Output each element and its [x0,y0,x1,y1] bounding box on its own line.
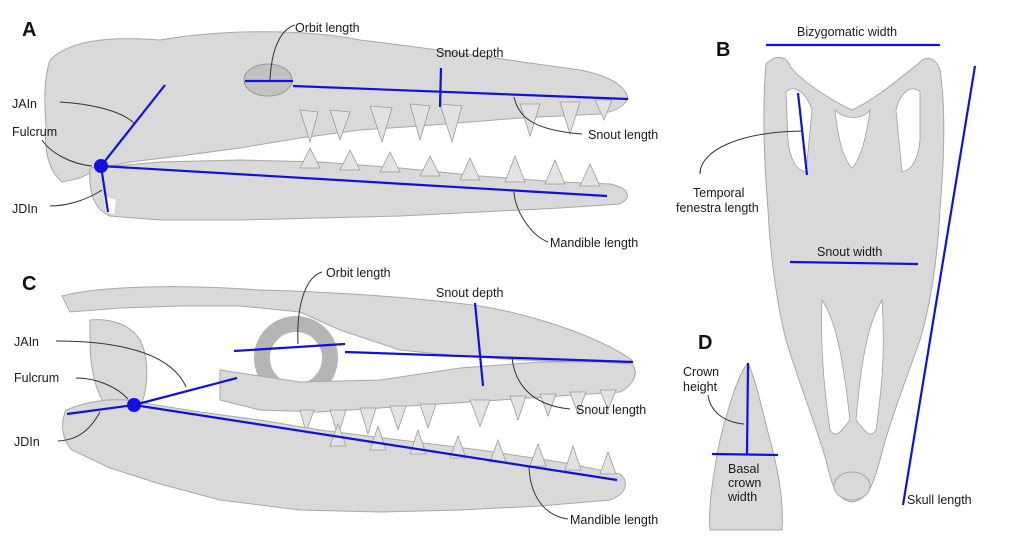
panel-c-mandible-length-label: Mandible length [570,513,658,527]
panel-a-skull [44,31,629,183]
panel-b-snout-width-label: Snout width [817,245,882,259]
panel-d-basal-label-line1: Basal [728,462,759,476]
panel-b-snout-width-line [789,260,919,266]
panel-d-crown-label-line1: Crown [683,365,719,379]
panel-b-right-fenestra [895,88,921,173]
panel-a-jdln-leader [49,189,103,207]
panel-a-jdln-label: JDIn [12,202,38,216]
panel-a-fulcrum-point [94,159,108,173]
panel-b-temporal-label-line1: Temporal [693,186,744,200]
panel-c-jaln-line [133,376,238,407]
panel-c-orbit-leader [297,271,323,345]
panel-c-orbit-length-label: Orbit length [326,266,391,280]
panel-c-snout-depth-line [473,302,485,387]
panel-a-snout-length-line [292,84,629,101]
panel-d-tooth [709,362,783,531]
panel-c-snout-depth-label: Snout depth [436,286,503,300]
panel-c: C [14,266,658,527]
panel-c-letter: C [22,273,36,295]
panel-c-jdln-line [66,403,135,416]
panel-c-mandible-length-line [133,403,618,482]
panel-a-fulcrum-leader [41,139,93,167]
panel-d-basal-label-line3: width [727,490,757,504]
panel-d: D Crown height Basal crown width [683,332,783,531]
panel-b-snout-tip [833,471,871,501]
panel-a-snout-length-label: Snout length [588,128,658,142]
panel-d-basal-label-line2: crown [728,476,761,490]
panel-b-letter: B [716,39,730,61]
panel-c-quadrate [89,319,148,411]
panel-a-mandible-length-line [100,164,608,198]
panel-a-mandible-length-label: Mandible length [550,236,638,250]
panel-c-lower-teeth [329,422,617,475]
panel-c-maxilla [219,361,636,413]
panel-d-letter: D [698,332,712,354]
panel-a-upper-teeth [299,99,613,144]
panel-a-jdln-line [99,165,110,213]
panel-a-mandible-leader [513,191,549,243]
panel-d-basal-width-line [711,452,779,457]
panel-a-jaln-leader [59,101,135,124]
panel-a-fulcrum-label: Fulcrum [12,125,57,139]
panel-a-snout-depth-label: Snout depth [436,46,503,60]
panel-c-fulcrum-leader [75,377,129,400]
panel-a-lower-teeth [299,147,601,187]
panel-b-bizygomatic-width-label: Bizygomatic width [797,25,897,39]
panel-a-jaln-label: JAIn [12,97,37,111]
panel-a-letter: A [22,19,36,41]
panel-b-skull [763,57,945,503]
panel-a: A [12,19,658,250]
panel-d-crown-leader [707,394,745,425]
panel-a-mandible [89,159,628,221]
panel-c-orbit-length-line [233,342,346,353]
panel-d-crown-height-line [745,362,750,456]
panel-a-snout-depth-line [438,67,443,108]
panel-d-crown-label-line2: height [683,380,718,394]
panel-b-skull-length-line [901,65,977,506]
panel-a-orbit-leader [269,24,296,81]
panel-b-skull-length-label: Skull length [907,493,972,507]
panel-b-temporal-fenestra-line [796,92,809,176]
panel-c-jdln-leader [57,411,101,442]
panel-a-jaln-line [100,84,166,167]
panel-c-jdln-label: JDIn [14,435,40,449]
panel-c-skull-roof [61,286,633,366]
panel-c-upper-teeth [299,389,617,438]
panel-b-right-opening [855,298,884,435]
panel-c-mandible-leader [528,466,569,520]
panel-c-mandible [62,399,626,513]
panel-a-orbit-length-label: Orbit length [295,21,360,35]
panel-b-left-opening [821,298,851,435]
panel-c-fulcrum-point [127,398,141,412]
panel-b-temporal-leader [699,130,803,175]
panel-b-temporal-label-line2: fenestra length [676,201,759,215]
panel-c-snout-length-label: Snout length [576,403,646,417]
panel-b: B Bizygomatic width Temporal fenestra le… [676,25,977,507]
panel-c-snout-length-leader [511,356,571,410]
panel-c-jaln-leader [55,340,187,388]
panel-a-snout-length-leader [513,96,583,135]
panel-c-fulcrum-label: Fulcrum [14,371,59,385]
panel-c-jaln-label: JAIn [14,335,39,349]
panel-c-snout-length-line [344,350,634,364]
